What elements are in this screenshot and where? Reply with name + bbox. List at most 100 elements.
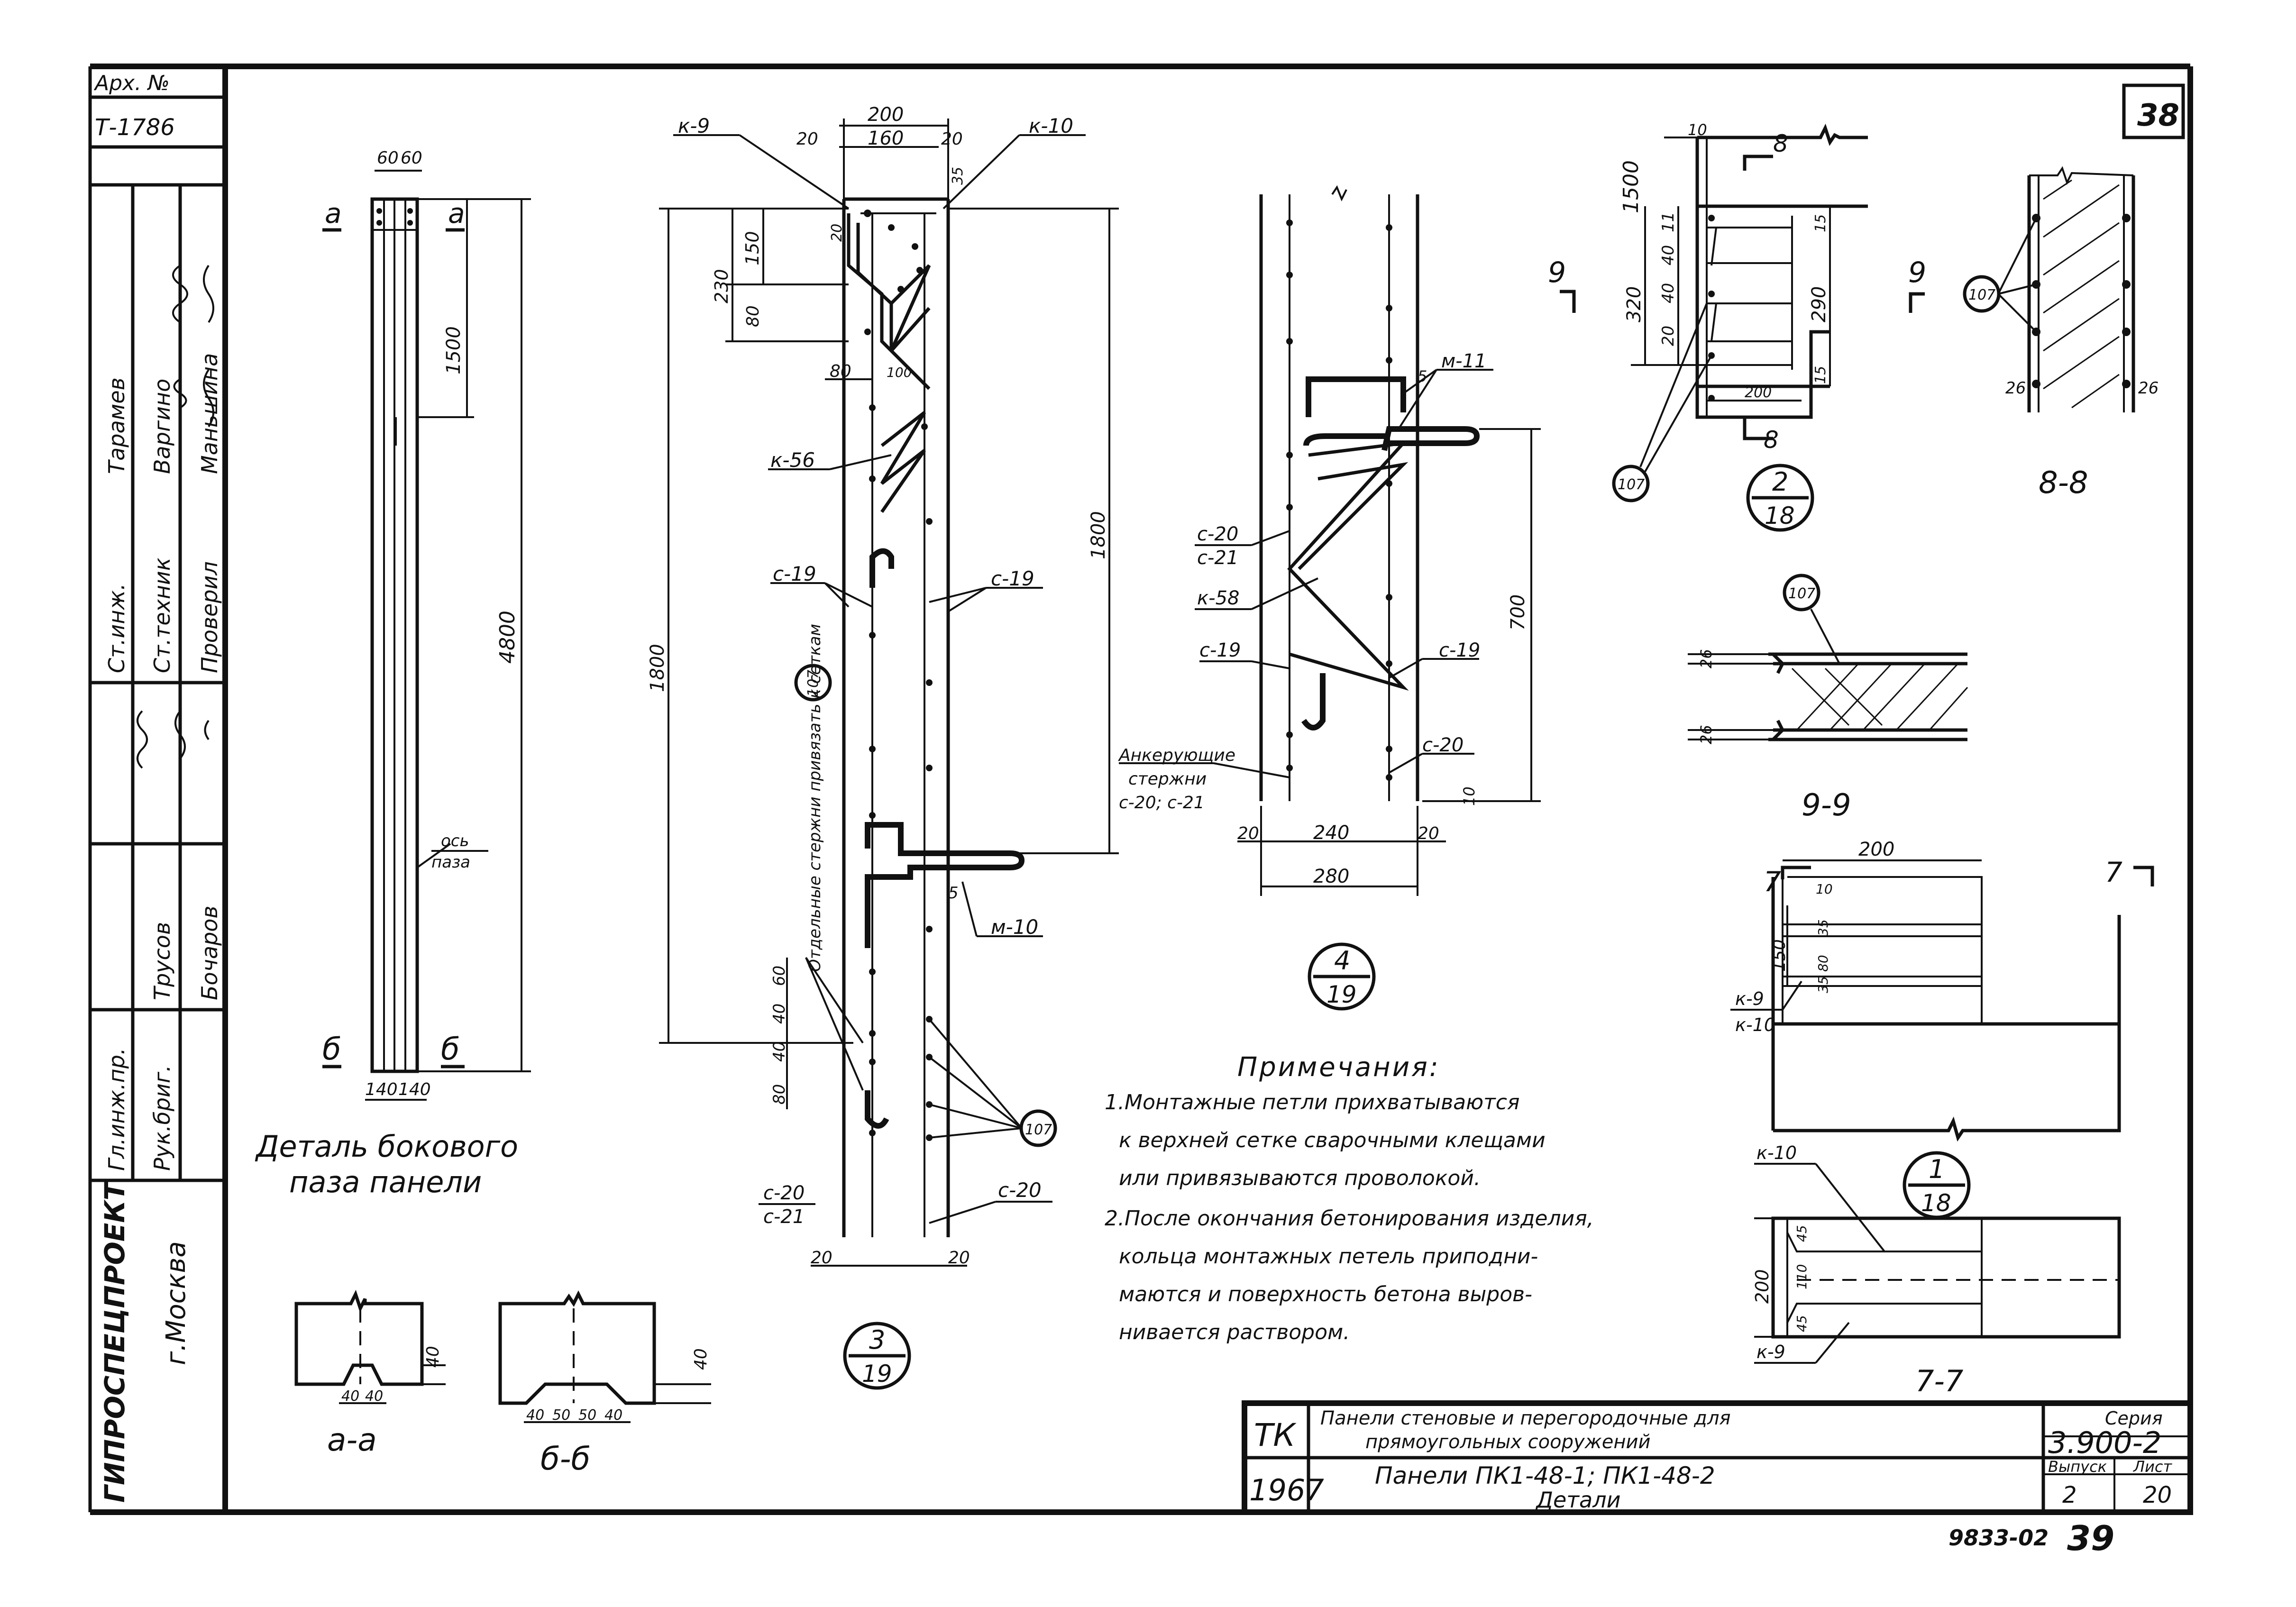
section-9-9: 26 26 107 9-9 [1688,574,1968,823]
groove-section-b-right: б [441,1032,459,1067]
d4-dim-280: 280 [1313,866,1349,887]
d77-cut-right: 7 [2105,856,2122,888]
d2-dim-40: 40 [1659,245,1678,265]
d77-label-k9-a: к-9 [1735,988,1764,1009]
s99-dim-bottom: 26 [1697,725,1715,744]
groove-axis-label-1: ось [441,831,469,850]
s99-dim-top: 26 [1697,649,1715,668]
d3-circle-sheet: 19 [862,1360,892,1388]
d3-dim-100: 100 [887,365,912,380]
d4-anchor-note-1: Анкерующие [1118,746,1235,765]
d77-dim-45b: 45 [1794,1315,1810,1332]
notes-line-7: нивается раствором. [1119,1320,1350,1344]
notes-line-2: к верхней сетке сварочными клещами [1119,1128,1546,1152]
detail-4: 700 5 10 20 240 20 280 м-11 с-20 с-21 к-… [1118,185,1541,1011]
footer-page: 39 [2067,1518,2114,1558]
left-strip: Арх. № Т-1786 Ст.инж. Тарамев Ст.техник … [90,71,225,1503]
d77-dim-35: 35 [1815,919,1831,936]
d3-dim-80a: 80 [743,305,763,327]
d77-cut-left: 7 [1764,866,1781,898]
sig-name-5: Трусов [149,922,175,1000]
d4-dim-20-right: 20 [1418,824,1439,843]
notes-line-3: или привязываются проволокой. [1119,1166,1481,1190]
section-aa: 40 40 40 а-а [294,1289,446,1458]
d3-dim-40b: 40 [770,1041,789,1062]
d3-ref-107: 107 [1025,1122,1052,1138]
sig-role-3: Проверил [197,561,222,673]
title-block: ТК 1967 Панели стеновые и перегородочные… [1242,1400,2193,1515]
tb-sheet-label: Лист [2133,1458,2172,1476]
d3-label-c20-right: с-20 [998,1178,1042,1202]
groove-dim-1500: 1500 [443,326,465,374]
s88-label: 8-8 [2039,466,2088,501]
d2-circle-num: 2 [1772,467,1788,497]
d3-dim-1800-right: 1800 [1088,511,1109,559]
d2-dim-290: 290 [1808,286,1830,322]
notes: Примечания: 1.Монтажные петли прихватыва… [1105,1052,1594,1344]
s99-label: 9-9 [1802,788,1851,823]
d3-dim-20-bottom-left: 20 [811,1248,832,1268]
tb-title-2: прямоугольных сооружений [1365,1431,1650,1453]
d3-label-k56: к-56 [770,448,815,472]
d2-side-label-right: 9 [1908,256,1926,289]
signature-mark [137,265,214,769]
groove-dim-4800: 4800 [495,611,520,664]
d3-label-k10: к-10 [1029,114,1073,137]
section-aa-dim-r: 40 [365,1388,383,1405]
d4-label-c21: с-21 [1197,547,1238,569]
groove-detail-title-2: паза панели [289,1165,482,1199]
detail-3: 200 160 20 20 35 20 150 230 80 80 100 18… [647,104,1119,1390]
notes-title: Примечания: [1237,1052,1440,1083]
d77-dim-150: 150 [1770,939,1789,972]
d2-dim-200: 200 [1745,384,1772,401]
notes-line-1: 1.Монтажные петли прихватываются [1105,1090,1519,1114]
tb-subtitle-1: Панели ПК1-48-1; ПК1-48-2 [1375,1462,1715,1489]
section-8-8-hatch [2043,179,2120,409]
s88-dim-26-left: 26 [2005,379,2026,398]
d4-dim-20-left: 20 [1237,824,1259,843]
tb-series-value: 3.900-2 [2048,1425,2161,1460]
groove-dim-140-left: 140 [365,1080,398,1099]
tb-issue-value: 2 [2062,1482,2077,1508]
d4-dim-240: 240 [1313,822,1349,844]
groove-section-b-left: б [322,1032,341,1067]
d4-circle-sheet: 19 [1326,981,1357,1008]
tb-issue-label: Выпуск [2048,1458,2107,1476]
d77-dim-10: 10 [1816,881,1833,897]
d4-label-c20-right: с-20 [1422,734,1464,756]
groove-section-a-right: а [448,197,465,229]
rebar-dots [864,210,933,1141]
section-bb-label: б-б [540,1441,590,1477]
sig-name-6: Бочаров [197,905,222,1000]
d77-dim-80: 80 [1815,955,1831,972]
groove-detail-title-1: Деталь бокового [255,1129,518,1164]
tb-title-1: Панели стеновые и перегородочные для [1320,1407,1731,1429]
org-city: г.Москва [161,1241,192,1365]
d3-label-k9: к-9 [678,114,710,137]
tb-subtitle-2: Детали [1535,1487,1621,1513]
d3-dim-60: 60 [770,966,789,986]
d3-dim-20c: 20 [829,224,845,242]
page-number-box: 38 [2122,83,2185,139]
tb-series-label: Серия [2105,1408,2163,1429]
d4-dim-10: 10 [1460,786,1478,806]
d3-dim-20-bottom-right: 20 [948,1248,970,1268]
d4-label-c19-right: с-19 [1439,639,1480,661]
notes-line-6: маются и поверхность бетона выров- [1119,1282,1532,1306]
d3-dim-160: 160 [868,128,904,149]
d3-label-m10: м-10 [991,915,1038,939]
d4-dim-700: 700 [1507,594,1529,630]
d77-dim-200: 200 [1858,839,1894,860]
s88-ref-107: 107 [1968,287,1995,303]
d2-side-label-left: 9 [1548,256,1566,289]
d77-label-k10-a: к-10 [1735,1014,1775,1035]
d3-dim-40a: 40 [770,1004,789,1024]
d3-dim-1800-left: 1800 [647,644,668,692]
archive-label: Арх. № [93,71,170,95]
d2-circle-sheet: 18 [1765,502,1795,530]
section-aa-dim-v: 40 [423,1346,443,1368]
detail-7-7: 7 7 200 10 150 35 80 35 к-9 к-10 200 45 … [1730,839,2154,1398]
sig-role-2: Ст.техник [149,557,175,673]
section-aa-dim-l: 40 [341,1388,359,1405]
